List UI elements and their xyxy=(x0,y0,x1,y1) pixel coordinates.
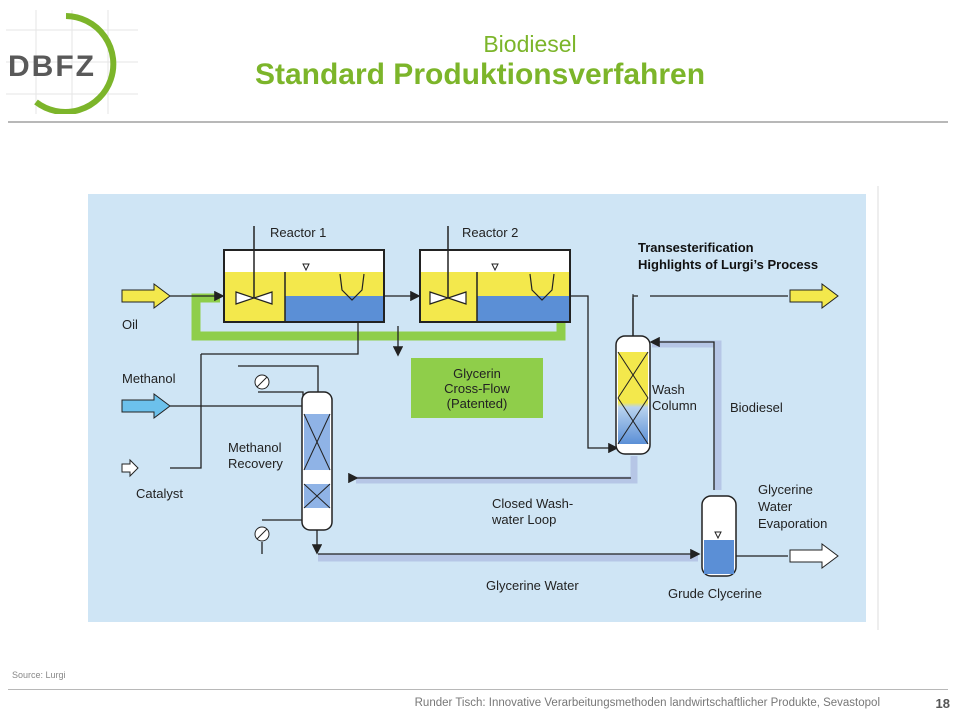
reactor-1-label: Reactor 1 xyxy=(270,225,326,240)
glycerine-water-label: Glycerine Water xyxy=(486,578,579,593)
process-diagram: Reactor 1 Reactor 2 xyxy=(88,186,879,630)
oil-label: Oil xyxy=(122,317,138,332)
glycerin-line-1: Glycerin xyxy=(453,366,501,381)
wash-water-loop xyxy=(356,456,638,484)
wash-column xyxy=(615,294,651,455)
crude-glycerine-label: Grude Clycerine xyxy=(668,586,762,601)
wash-column-line-2: Column xyxy=(652,398,697,413)
page-subtitle: Standard Produktionsverfahren xyxy=(254,58,706,91)
closed-loop-line-1: Closed Wash- xyxy=(492,496,573,511)
glycerin-line-2: Cross-Flow xyxy=(444,381,510,396)
glycerin-line-3: (Patented) xyxy=(447,396,508,411)
methanol-recovery-line-1: Methanol xyxy=(228,440,282,455)
reactor-2-label: Reactor 2 xyxy=(462,225,518,240)
wash-column-line-1: Wash xyxy=(652,382,685,397)
highlights-line-1: Transesterification xyxy=(638,240,754,255)
evaporation-line-2: Water xyxy=(758,499,793,514)
reactor-1 xyxy=(223,226,385,323)
evaporation-line-3: Evaporation xyxy=(758,516,827,531)
biodiesel-label: Biodiesel xyxy=(730,400,783,415)
evaporation-output-arrow xyxy=(789,543,839,569)
source-note: Source: Lurgi xyxy=(12,670,66,680)
methanol-recovery-column xyxy=(301,391,333,555)
footer-text: Runder Tisch: Innovative Verarbeitungsme… xyxy=(414,697,880,709)
catalyst-label: Catalyst xyxy=(136,486,183,501)
methanol-recovery-line-2: Recovery xyxy=(228,456,283,471)
footer-divider xyxy=(8,689,948,690)
methanol-input-arrow xyxy=(121,393,171,419)
catalyst-input-arrow xyxy=(121,458,139,478)
dbfz-logo: DBFZ xyxy=(6,10,138,114)
oil-input-arrow xyxy=(121,283,171,309)
page-title: Biodiesel xyxy=(483,31,577,57)
closed-loop-line-2: water Loop xyxy=(491,512,556,527)
green-return-pipe xyxy=(191,293,566,341)
page-number: 18 xyxy=(935,696,950,711)
biodiesel-output-arrow xyxy=(789,283,839,309)
biodiesel-return-pipe xyxy=(652,340,722,490)
glycerin-cross-flow-box xyxy=(411,358,543,418)
highlights-line-2: Highlights of Lurgi’s Process xyxy=(638,257,818,272)
logo-text: DBFZ xyxy=(8,50,96,83)
crude-glycerine-vessel xyxy=(701,495,737,577)
methanol-label: Methanol xyxy=(122,371,176,386)
reactor-2 xyxy=(419,226,571,323)
header-divider xyxy=(8,121,948,123)
logo-arc-icon xyxy=(34,13,117,114)
evaporation-line-1: Glycerine xyxy=(758,482,813,497)
